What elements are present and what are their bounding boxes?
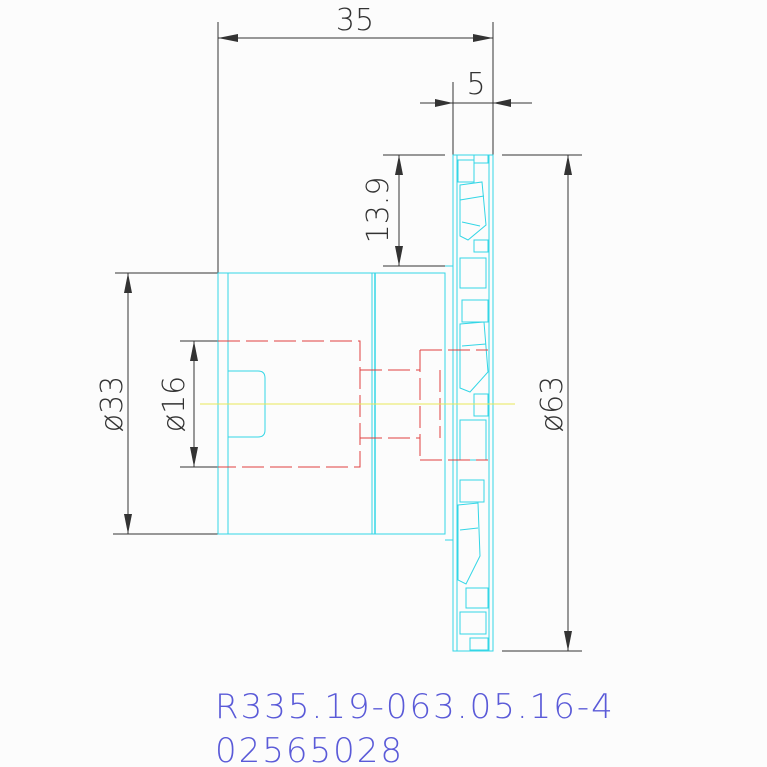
part-code: R335.19-063.05.16-4 (215, 687, 615, 727)
dim-13-9 (383, 154, 445, 267)
dim-5 (420, 82, 532, 155)
dim-35-label: 35 (336, 3, 374, 38)
dim-phi-16 (180, 340, 218, 468)
dim-5-label: 5 (466, 67, 485, 102)
dim-13-9-label: 13.9 (361, 177, 396, 244)
dim-35 (115, 22, 494, 274)
dim-phi-33-label: ø33 (95, 376, 130, 433)
dim-phi-33 (113, 273, 218, 535)
cutter-inserts (457, 154, 489, 651)
part-number: 02565028 (215, 731, 404, 767)
dim-phi-63 (502, 154, 582, 652)
dim-phi-63-label: ø63 (535, 376, 570, 433)
part-outline (217, 154, 494, 652)
dim-phi-16-label: ø16 (157, 376, 192, 433)
